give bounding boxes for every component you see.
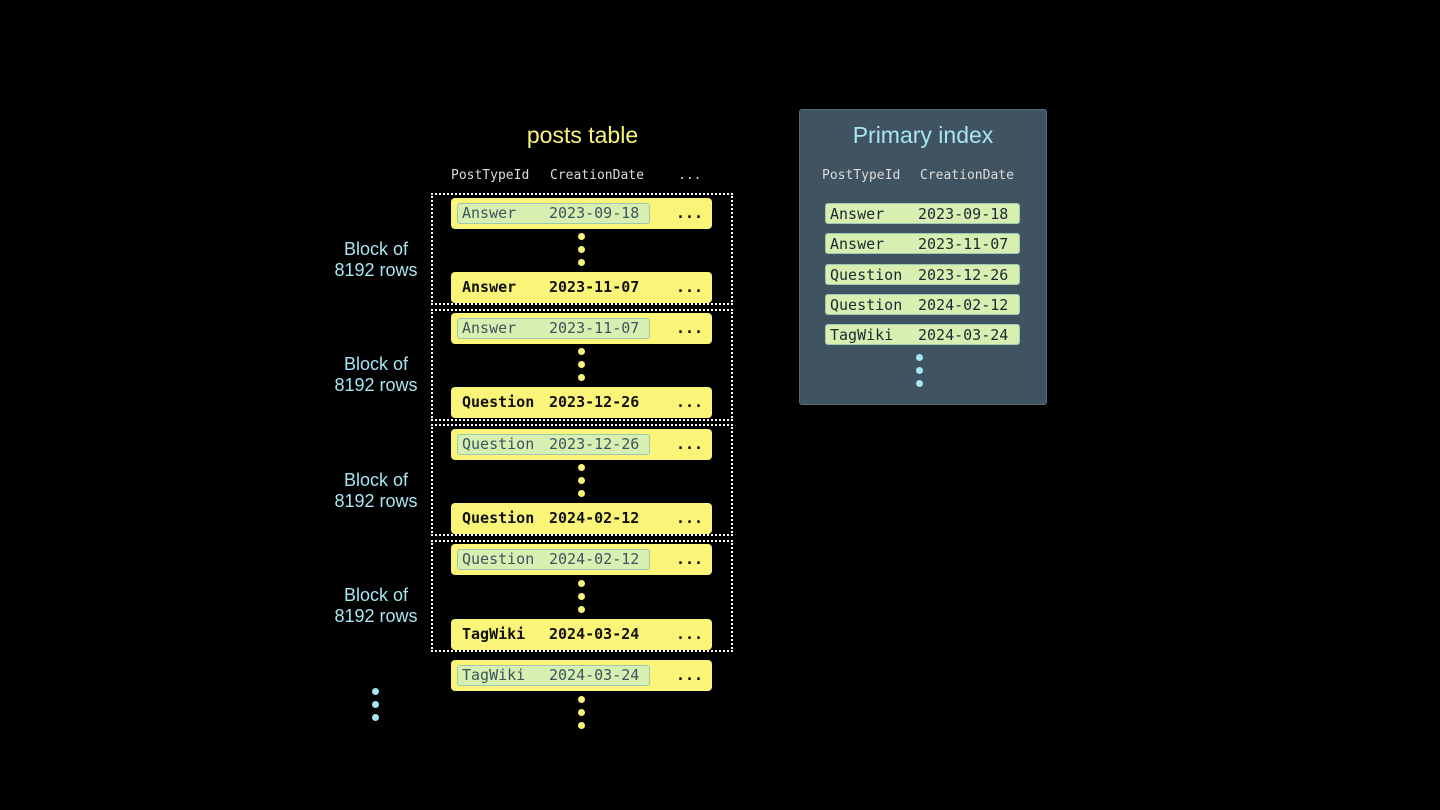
granule-block-4 [431, 540, 733, 652]
table-row-last: Answer 2023-11-07 ... [451, 272, 712, 303]
index-mark [457, 203, 650, 224]
posts-col-posttypeid: PostTypeId [451, 168, 530, 183]
index-entry: Question 2024-02-12 [825, 294, 1020, 315]
table-row-last: Question 2023-12-26 ... [451, 387, 712, 418]
vertical-ellipsis-icon [578, 348, 585, 382]
table-row-first: Answer 2023-09-18 ... [451, 198, 712, 229]
primary-index-panel [799, 109, 1047, 405]
vertical-ellipsis-icon [578, 233, 585, 267]
index-mark [457, 549, 650, 570]
index-entry: Answer 2023-09-18 [825, 203, 1020, 224]
table-row-last: Question 2024-02-12 ... [451, 503, 712, 534]
granule-block-1 [431, 193, 733, 305]
posts-table-title: posts table [526, 122, 639, 148]
index-entry: TagWiki 2024-03-24 [825, 324, 1020, 345]
vertical-ellipsis-icon [578, 580, 585, 614]
table-row-first: TagWiki 2024-03-24 ... [451, 660, 712, 691]
primary-index-title: Primary index [852, 122, 994, 148]
vertical-ellipsis-icon [578, 696, 585, 730]
index-mark [457, 434, 650, 455]
granule-block-3 [431, 424, 733, 536]
index-mark [457, 318, 650, 339]
table-row-first: Question 2024-02-12 ... [451, 544, 712, 575]
vertical-ellipsis-icon [578, 464, 585, 498]
granule-block-2 [431, 309, 733, 421]
table-row-last: TagWiki 2024-03-24 ... [451, 619, 712, 650]
vertical-ellipsis-icon [916, 354, 923, 388]
index-col-posttypeid: PostTypeId [822, 168, 901, 183]
posts-col-creationdate: CreationDate [550, 168, 644, 183]
posts-col-more: ... [678, 168, 702, 183]
vertical-ellipsis-icon [372, 688, 379, 722]
index-col-creationdate: CreationDate [920, 168, 1014, 183]
index-mark [457, 665, 650, 686]
table-row-first: Question 2023-12-26 ... [451, 429, 712, 460]
index-entry: Question 2023-12-26 [825, 264, 1020, 285]
index-entry: Answer 2023-11-07 [825, 233, 1020, 254]
table-row-first: Answer 2023-11-07 ... [451, 313, 712, 344]
